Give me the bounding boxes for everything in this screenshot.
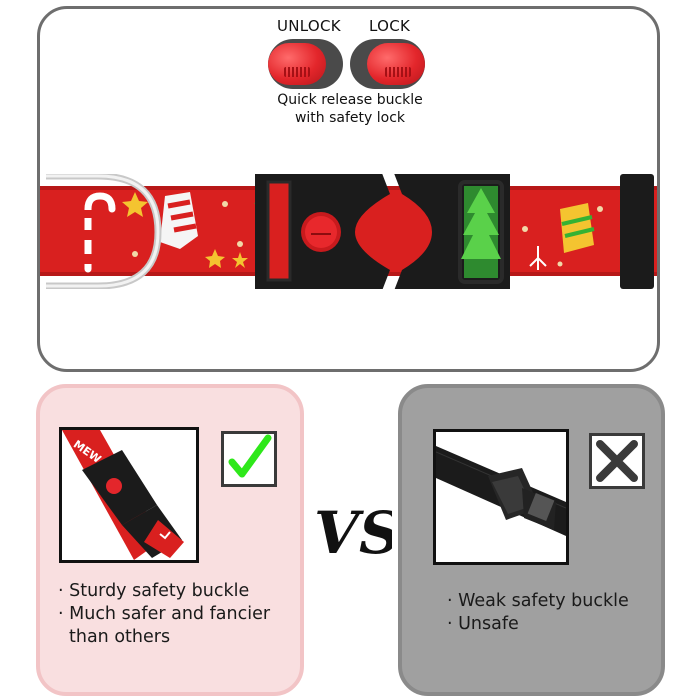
cross-icon <box>596 440 638 482</box>
weak-buckle-image <box>436 432 566 562</box>
unlock-label: UNLOCK <box>277 17 341 35</box>
sturdy-buckle-image: MEW <box>62 430 196 560</box>
buckle-feature-panel: UNLOCK LOCK Quick release buckle with sa… <box>37 6 660 372</box>
good-bullet-1: · Sturdy safety buckle <box>58 581 250 601</box>
buckle-caption-line1: Quick release buckle <box>277 92 423 108</box>
bad-bullet-2: · Unsafe <box>447 614 519 634</box>
check-mark-icon <box>228 434 272 478</box>
versus-graphic: VS <box>314 499 392 567</box>
approve-checkbox <box>221 431 277 487</box>
weak-buckle-photo <box>433 429 569 565</box>
good-bullet-2: · Much safer and fancier <box>58 604 271 624</box>
collar-illustration: St <box>40 174 657 289</box>
versus-text: VS <box>314 499 392 567</box>
reject-checkbox <box>589 433 645 489</box>
lock-button-illustration <box>350 39 425 89</box>
lock-label: LOCK <box>369 17 411 35</box>
good-bullet-2-continued: than others <box>69 627 171 647</box>
unlock-button-illustration <box>268 39 343 89</box>
buckle-caption-line2: with safety lock <box>294 110 406 126</box>
sturdy-buckle-photo: MEW <box>59 427 199 563</box>
sturdy-buckle-panel: MEW · Sturdy safety buckle · Much safer … <box>36 384 304 696</box>
bad-bullet-1: · Weak safety buckle <box>447 591 629 611</box>
weak-buckle-panel: · Weak safety buckle · Unsafe <box>398 384 665 696</box>
